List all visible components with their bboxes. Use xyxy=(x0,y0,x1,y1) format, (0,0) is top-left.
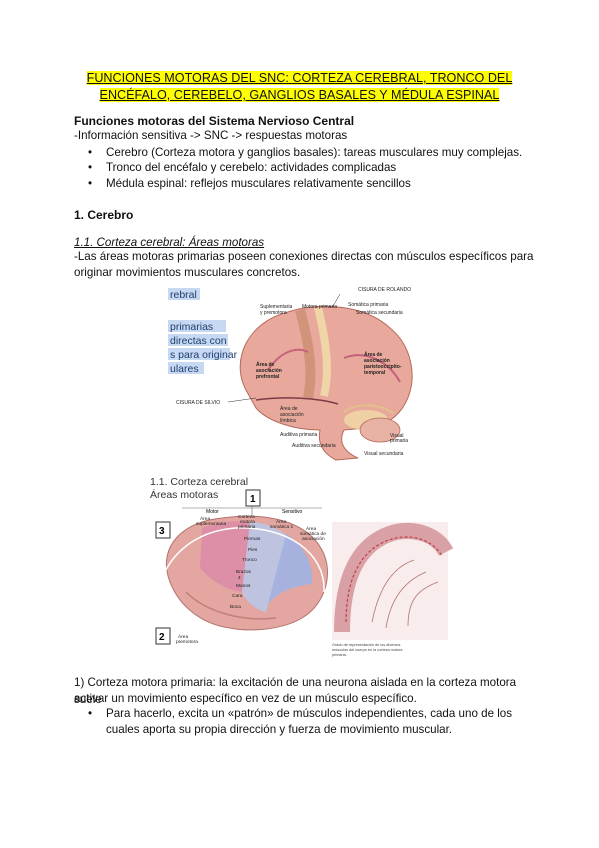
label-asoc-parieto-3: parietooccipito- xyxy=(364,364,402,370)
brain-areas-illustration: rebral primarias directas con s para ori… xyxy=(168,280,426,462)
label-premotora: Área xyxy=(178,633,188,640)
number-3: 3 xyxy=(159,526,165,537)
bullet-text: Para hacerlo, excita un «patrón» de músc… xyxy=(106,707,513,720)
motora-bullet: •Para hacerlo, excita un «patrón» de mús… xyxy=(88,707,513,720)
label-area-asoc: Área xyxy=(306,525,316,532)
label-brazos-4: 4 xyxy=(238,575,241,581)
intro-bullet: •Tronco del encéfalo y cerebelo: activid… xyxy=(88,161,397,174)
label-auditiva-secundaria: Auditiva secundaria xyxy=(292,443,336,449)
label-area-somatica-2: somática 1 xyxy=(270,524,294,530)
intro-bullet: •Médula espinal: reflejos musculares rel… xyxy=(88,177,411,190)
label-boca: Boca xyxy=(230,604,241,610)
bullet-text: Médula espinal: reflejos musculares rela… xyxy=(106,177,411,190)
label-manos: Manos xyxy=(236,583,251,589)
label-premotora: y premotora xyxy=(260,310,287,316)
bullet-text: Tronco del encéfalo y cerebelo: activida… xyxy=(106,161,397,174)
label-area-suplementaria: Área xyxy=(200,515,210,522)
title-line-2: ENCÉFALO, CEREBELO, GANGLIOS BASALES Y M… xyxy=(99,88,500,102)
label-asoc-limbica-2: asociación xyxy=(280,412,304,418)
label-asoc-parieto: Área de xyxy=(364,351,383,358)
label-asoc-prefrontal-3: prefrontal xyxy=(256,374,280,380)
label-corteza-motora: Corteza xyxy=(238,514,255,520)
number-1: 1 xyxy=(250,494,256,505)
label-asoc-prefrontal: Área de xyxy=(256,361,275,368)
label-motor: Motor xyxy=(206,509,219,515)
bullet-continuation: cuales aporta su propia dirección y fuer… xyxy=(106,723,453,736)
label-asoc-parieto-4: temporal xyxy=(364,370,386,376)
side-text: primarias xyxy=(170,321,213,333)
section-heading: 1. Cerebro xyxy=(74,208,134,222)
brain-areas-figure: rebral primarias directas con s para ori… xyxy=(168,280,426,462)
number-2: 2 xyxy=(159,632,165,643)
label-asoc-limbica: Área de xyxy=(280,405,298,412)
bullet-text: Cerebro (Corteza motora y ganglios basal… xyxy=(106,146,523,159)
label-area-somatica: Área xyxy=(276,518,286,525)
side-text: ulares xyxy=(170,363,199,375)
intro-heading: Funciones motoras del Sistema Nervioso C… xyxy=(74,114,355,128)
label-motora-primaria: Motora primaria xyxy=(302,304,337,310)
homunculus-caption-2: músculos del cuerpo en la corteza motora xyxy=(332,648,403,652)
homunculus-caption: Grado de representación de los diversos xyxy=(332,643,400,647)
side-text: rebral xyxy=(170,289,197,301)
label-corteza-motora-2: motora xyxy=(240,519,255,525)
label-asoc-limbica-3: límbica xyxy=(280,418,296,424)
label-cara: Cara xyxy=(232,593,243,599)
document-title: FUNCIONES MOTORAS DEL SNC: CORTEZA CEREB… xyxy=(60,70,539,104)
label-corteza-motora-3: primaria xyxy=(238,524,256,530)
para-line: 1) Corteza motora primaria: la excitació… xyxy=(74,676,517,706)
side-text: s para originar xyxy=(170,349,238,361)
para-line: -Las áreas motoras primarias poseen cone… xyxy=(74,250,534,263)
para-line: activar un movimiento específico en vez … xyxy=(74,692,417,705)
title-line-1: FUNCIONES MOTORAS DEL SNC: CORTEZA CEREB… xyxy=(86,71,513,85)
label-area-asoc-2: somática de xyxy=(300,531,326,537)
label-rolando: CISURA DE ROLANDO xyxy=(358,287,411,293)
motor-areas-figure: 1.1. Corteza cerebral Áreas motoras 1 Mo… xyxy=(146,472,454,658)
intro-line: -Información sensitiva -> SNC -> respues… xyxy=(74,129,348,142)
label-area-asoc-3: asociación xyxy=(302,536,325,542)
motor-areas-illustration: 1.1. Corteza cerebral Áreas motoras 1 Mo… xyxy=(146,472,454,658)
label-somatica-secundaria: Somática secundaria xyxy=(356,310,403,316)
section-subheading: 1.1. Corteza cerebral: Áreas motoras xyxy=(74,236,265,249)
label-piernas: Piernas xyxy=(244,536,261,542)
label-silvio: CISURA DE SILVIO xyxy=(176,400,220,406)
label-suplementaria: Suplementaria xyxy=(260,304,292,310)
label-somatica-primaria: Somática primaria xyxy=(348,302,389,308)
label-visual-primaria-2: primaria xyxy=(390,438,408,444)
label-asoc-prefrontal-2: asociación xyxy=(256,368,282,374)
label-brazos: Brazos xyxy=(236,569,252,575)
label-premotora-2: premotora xyxy=(176,639,198,645)
label-tronco: Tronco xyxy=(242,557,257,563)
intro-bullet: •Cerebro (Corteza motora y ganglios basa… xyxy=(88,146,523,159)
figure-title-1: 1.1. Corteza cerebral xyxy=(150,476,248,488)
label-visual-secundaria: Visual secundaria xyxy=(364,451,404,457)
para-line: originar movimientos musculares concreto… xyxy=(74,266,301,279)
label-asoc-parieto-2: asociación xyxy=(364,358,390,364)
label-area-suplementaria-2: suplementaria xyxy=(196,521,226,527)
homunculus-caption-3: primaria. xyxy=(332,653,347,657)
label-visual-primaria: Visual xyxy=(390,433,404,439)
label-sensitivo: Sensitivo xyxy=(282,509,303,515)
label-auditiva-primaria: Auditiva primaria xyxy=(280,432,317,438)
figure-title-2: Áreas motoras xyxy=(150,488,218,501)
side-text: directas con xyxy=(170,335,227,347)
label-pies: Pies xyxy=(248,547,258,553)
